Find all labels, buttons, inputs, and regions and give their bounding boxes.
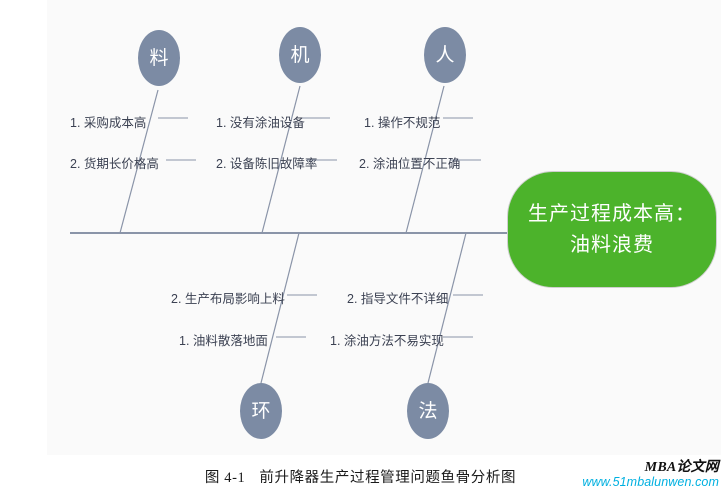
category-label-fa: 法 — [418, 400, 438, 422]
cause-label-liao-2: 2. 货期长价格高 — [70, 157, 159, 171]
branch-rib-huan — [260, 232, 300, 384]
figure-caption: 图 4-1 前升降器生产过程管理问题鱼骨分析图 — [0, 466, 721, 487]
cause-label-liao-1: 1. 采购成本高 — [70, 116, 147, 130]
cause-label-fa-1: 1. 涂油方法不易实现 — [330, 334, 444, 348]
category-bubble-ren[interactable]: 人 — [424, 27, 466, 83]
watermark-url: www.51mbalunwen.com — [582, 474, 719, 489]
effect-line-1: 生产过程成本高： — [528, 202, 696, 225]
category-bubble-huan[interactable]: 环 — [240, 383, 282, 439]
category-label-ren: 人 — [435, 44, 455, 66]
cause-label-ji-1: 1. 没有涂油设备 — [216, 116, 305, 130]
category-bubble-ji[interactable]: 机 — [279, 27, 321, 83]
branch-rib-fa — [427, 232, 467, 384]
branch-rib-ji — [261, 85, 301, 234]
cause-label-ren-1: 1. 操作不规范 — [364, 116, 441, 130]
cause-label-ren-2: 2. 涂油位置不正确 — [359, 157, 461, 171]
cause-label-huan-1: 1. 油料散落地面 — [179, 334, 268, 348]
cause-label-fa-2: 2. 指导文件不详细 — [347, 292, 449, 306]
figure-caption-title: 前升降器生产过程管理问题鱼骨分析图 — [259, 470, 517, 486]
category-label-liao: 料 — [149, 47, 169, 69]
cause-label-ji-2: 2. 设备陈旧故障率 — [216, 157, 318, 171]
branch-rib-ren — [405, 85, 445, 234]
cause-label-huan-2: 2. 生产布局影响上料 — [171, 292, 285, 306]
figure-caption-number: 图 4-1 — [204, 470, 246, 486]
effect-line-2: 油料浪费 — [570, 233, 654, 256]
branch-rib-liao — [119, 89, 159, 234]
fishbone-lines — [70, 85, 512, 384]
effect-box[interactable]: 生产过程成本高： 油料浪费 — [507, 171, 717, 288]
watermark-brand: MBA论文网 — [644, 460, 719, 475]
category-bubble-fa[interactable]: 法 — [407, 383, 449, 439]
category-label-huan: 环 — [251, 400, 271, 422]
category-label-ji: 机 — [290, 44, 310, 66]
watermark: MBA论文网 www.51mbalunwen.com — [582, 460, 719, 489]
category-bubble-liao[interactable]: 料 — [138, 30, 180, 86]
